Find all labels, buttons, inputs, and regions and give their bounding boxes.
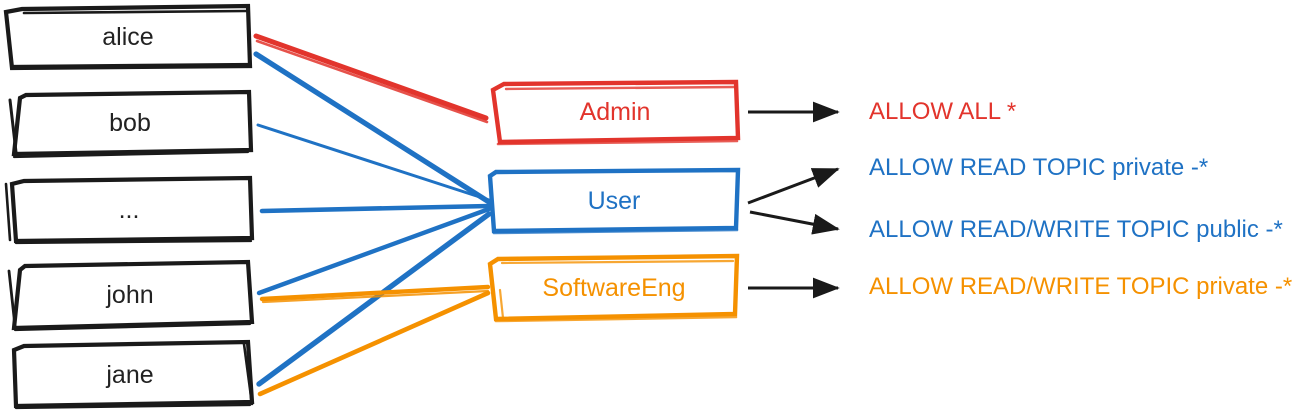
arrow-user-to-read-private	[747, 167, 840, 205]
edge-john-user	[256, 206, 492, 296]
permission-label-readwrite-topic-public: ALLOW READ/WRITE TOPIC public -*	[869, 216, 1283, 243]
edge-alice-admin	[253, 33, 489, 124]
user-box-john[interactable]	[7, 259, 255, 332]
permission-label-allow-all: ALLOW ALL *	[869, 98, 1017, 125]
edge-ellipsis-user	[259, 203, 492, 214]
edge-john-softwareeng	[259, 284, 491, 304]
edge-jane-user	[256, 211, 492, 387]
arrow-user-to-readwrite-public	[749, 210, 840, 235]
user-box-alice[interactable]	[3, 3, 253, 71]
permission-label-read-topic-private: ALLOW READ TOPIC private -*	[869, 154, 1209, 181]
role-box-admin[interactable]	[490, 79, 741, 146]
role-box-softwareeng[interactable]	[487, 253, 740, 323]
role-box-user[interactable]	[487, 167, 741, 235]
user-box-bob[interactable]	[8, 89, 254, 159]
edge-bob-user	[256, 123, 491, 202]
user-box-jane[interactable]	[11, 339, 255, 410]
edge-alice-user	[253, 51, 492, 205]
edge-jane-softwareeng	[257, 290, 491, 397]
permission-label-readwrite-topic-private: ALLOW READ/WRITE TOPIC private -*	[869, 273, 1293, 300]
user-box-ellipsis[interactable]	[4, 175, 255, 245]
